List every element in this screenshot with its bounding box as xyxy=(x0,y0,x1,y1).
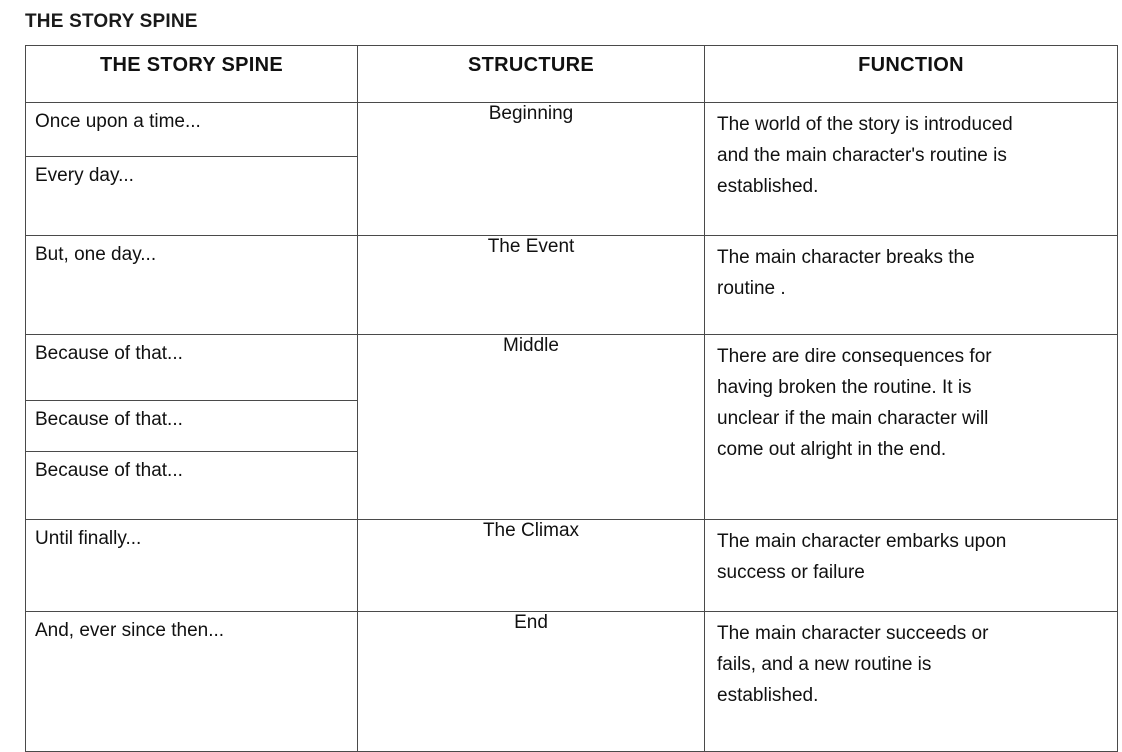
page-title: THE STORY SPINE xyxy=(25,11,198,32)
function-text-beginning: The world of the story is introduced and… xyxy=(705,103,1117,202)
function-line: fails, and a new routine is xyxy=(717,654,932,675)
function-text-the-event: The main character breaks the routine . xyxy=(705,236,1117,304)
spine-prompt-label-6: Until finally... xyxy=(35,528,142,549)
spine-prompt-label-3: Because of that... xyxy=(35,343,183,364)
function-line: having broken the routine. It is xyxy=(717,377,972,398)
column-header-structure: STRUCTURE xyxy=(357,45,705,103)
structure-label-beginning: Beginning xyxy=(488,103,574,124)
spine-prompt-cell-4: Because of that... xyxy=(25,400,358,452)
column-header-function: FUNCTION xyxy=(704,45,1118,103)
structure-cell-middle: Middle xyxy=(357,334,705,520)
table-row: Every day... xyxy=(25,156,1118,236)
spine-prompt-cell-5: Because of that... xyxy=(25,451,358,520)
spine-prompt-label-0: Once upon a time... xyxy=(35,111,201,132)
function-text-middle: There are dire consequences for having b… xyxy=(705,335,1117,465)
table-row: But, one day... The Event The main chara… xyxy=(25,235,1118,335)
column-header-structure-label: STRUCTURE xyxy=(467,54,595,76)
spine-prompt-label-2: But, one day... xyxy=(35,244,157,265)
function-line: established. xyxy=(717,685,819,706)
function-line: and the main character's routine is xyxy=(717,145,1007,166)
spine-prompt-label-1: Every day... xyxy=(35,165,134,186)
structure-cell-the-event: The Event xyxy=(357,235,705,335)
column-header-function-label: FUNCTION xyxy=(858,54,964,76)
table-header-row: THE STORY SPINE STRUCTURE FUNCTION xyxy=(25,45,1118,103)
structure-label-the-climax: The Climax xyxy=(482,520,580,541)
table-row: Because of that... Middle There are dire… xyxy=(25,334,1118,520)
function-line: unclear if the main character will xyxy=(717,408,989,429)
spine-prompt-label-5: Because of that... xyxy=(35,460,183,481)
structure-label-end: End xyxy=(514,612,548,633)
table-row: Until finally... The Climax The main cha… xyxy=(25,519,1118,612)
table-row: Once upon a time... Beginning The world … xyxy=(25,102,1118,236)
structure-cell-the-climax: The Climax xyxy=(357,519,705,612)
spine-prompt-cell-6: Until finally... xyxy=(25,519,358,612)
spine-prompt-label-4: Because of that... xyxy=(35,409,183,430)
function-line: routine . xyxy=(717,278,786,299)
function-cell-middle: There are dire consequences for having b… xyxy=(704,334,1118,520)
spine-prompt-cell-3: Because of that... xyxy=(25,334,358,401)
structure-label-middle: Middle xyxy=(503,335,559,356)
structure-cell-beginning: Beginning xyxy=(357,102,705,236)
table-row: Because of that... xyxy=(25,400,1118,452)
structure-cell-end: End xyxy=(357,611,705,752)
spine-prompt-cell-7: And, ever since then... xyxy=(25,611,358,752)
story-spine-table: THE STORY SPINE STRUCTURE FUNCTION Once … xyxy=(25,45,1118,752)
spine-prompt-cell-1: Every day... xyxy=(25,156,358,236)
spine-prompt-cell-0: Once upon a time... xyxy=(25,102,358,157)
function-line: established. xyxy=(717,176,819,197)
function-text-end: The main character succeeds or fails, an… xyxy=(705,612,1117,711)
function-cell-beginning: The world of the story is introduced and… xyxy=(704,102,1118,236)
column-header-spine-label: THE STORY SPINE xyxy=(99,54,284,76)
function-text-the-climax: The main character embarks upon success … xyxy=(705,520,1117,588)
spine-prompt-label-7: And, ever since then... xyxy=(35,620,225,641)
function-line: come out alright in the end. xyxy=(717,439,947,460)
function-line: There are dire consequences for xyxy=(717,346,992,367)
function-cell-the-climax: The main character embarks upon success … xyxy=(704,519,1118,612)
function-cell-the-event: The main character breaks the routine . xyxy=(704,235,1118,335)
structure-label-the-event: The Event xyxy=(487,236,575,257)
column-header-spine: THE STORY SPINE xyxy=(25,45,358,103)
spine-prompt-cell-2: But, one day... xyxy=(25,235,358,335)
function-line: The main character embarks upon xyxy=(717,531,1007,552)
function-line: The main character breaks the xyxy=(717,247,975,268)
function-line: The world of the story is introduced xyxy=(717,114,1013,135)
table-row: And, ever since then... End The main cha… xyxy=(25,611,1118,752)
function-cell-end: The main character succeeds or fails, an… xyxy=(704,611,1118,752)
function-line: success or failure xyxy=(717,562,865,583)
function-line: The main character succeeds or xyxy=(717,623,989,644)
